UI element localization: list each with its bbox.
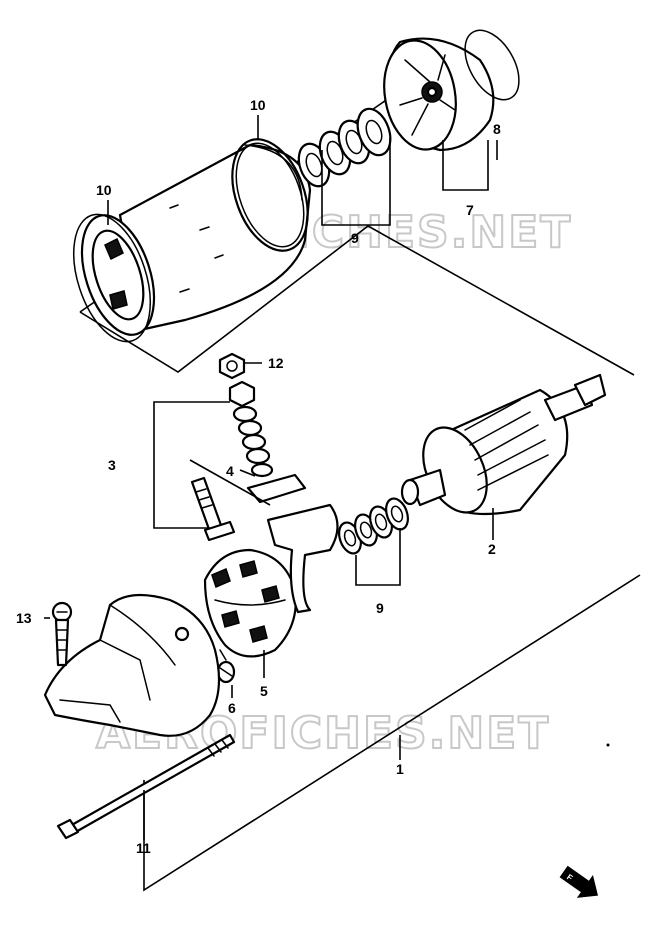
brush-lead-plate [266, 503, 339, 614]
stray-dot [606, 743, 610, 747]
label-part-9-upper: 9 [351, 230, 359, 246]
label-part-8: 8 [493, 121, 501, 137]
label-part-10-lower: 10 [96, 182, 112, 198]
label-part-5: 5 [260, 683, 268, 699]
label-part-11: 11 [136, 840, 151, 856]
bolt-13 [51, 601, 73, 667]
label-part-10-upper: 10 [250, 97, 266, 113]
terminal-bolt [190, 476, 236, 542]
front-housing [43, 593, 221, 737]
terminal-washer-stack [228, 380, 274, 478]
label-part-2: 2 [488, 541, 496, 557]
label-part-6: 6 [228, 700, 236, 716]
o-ring-front [73, 213, 151, 343]
label-part-7: 7 [466, 202, 474, 218]
bolt-guide-line [189, 459, 271, 506]
through-bolt-11 [56, 733, 236, 840]
front-arrow-icon: F [559, 865, 599, 898]
leader-lines [44, 115, 498, 840]
screw-6 [216, 649, 236, 684]
brush-holder [203, 548, 297, 658]
terminal-nut-12 [218, 352, 246, 380]
washer-set-upper [297, 107, 392, 188]
label-part-12: 12 [268, 355, 284, 371]
svg-text:F: F [565, 873, 574, 883]
o-ring-rear [231, 138, 309, 252]
label-part-13: 13 [16, 610, 32, 626]
label-part-3: 3 [108, 457, 116, 473]
label-part-9-lower: 9 [376, 600, 384, 616]
armature [400, 373, 607, 516]
label-part-4: 4 [226, 463, 234, 479]
yoke-housing [80, 143, 312, 336]
o-ring-rear-housing [464, 29, 520, 101]
label-part-1: 1 [396, 761, 404, 777]
washer-set-lower [338, 497, 409, 555]
rear-end-housing [383, 37, 495, 152]
